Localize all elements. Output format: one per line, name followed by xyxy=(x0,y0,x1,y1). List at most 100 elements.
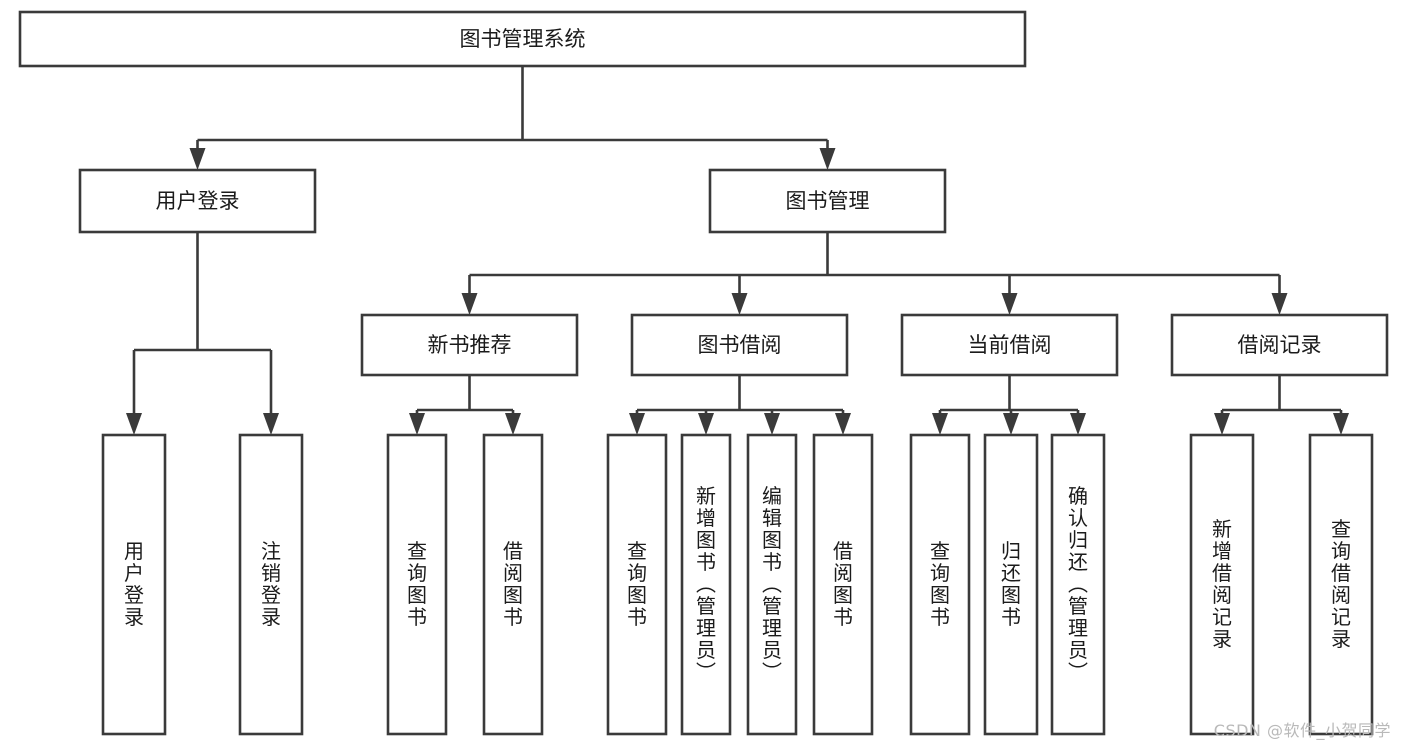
csdn-watermark: CSDN @软件_小贺同学 xyxy=(1213,721,1391,740)
level3-node-0-box[interactable] xyxy=(360,313,579,377)
leaf-node-12-box[interactable] xyxy=(1308,433,1374,736)
arrow-leaf-7 xyxy=(835,413,851,435)
arrow-level3-1-head xyxy=(731,293,748,315)
leaf-node-5-label: 新增图书︵管理员︶ xyxy=(696,484,716,684)
leaf-node-0-label: 用户登录 xyxy=(124,539,144,629)
root-node-book-management-system-label: 图书管理系统 xyxy=(460,27,586,51)
level3-node-3[interactable]: 借阅记录 xyxy=(1170,313,1389,377)
arrow-leaf-5 xyxy=(698,413,714,435)
leaf-node-2[interactable]: 查询图书 xyxy=(386,433,448,736)
node-layer: 图书管理系统用户登录图书管理新书推荐图书借阅当前借阅借阅记录用户登录注销登录查询… xyxy=(18,10,1389,736)
level2-node-0[interactable]: 用户登录 xyxy=(78,168,317,234)
arrow-leaf-5-head xyxy=(698,413,714,435)
leaf-node-7-box[interactable] xyxy=(812,433,874,736)
arrow-leaf-8-head xyxy=(932,413,948,435)
arrow-level3-3 xyxy=(1271,293,1288,315)
level2-node-1-label: 图书管理 xyxy=(786,189,870,213)
leaf-node-2-box[interactable] xyxy=(386,433,448,736)
arrow-level2-0-head xyxy=(189,148,206,170)
leaf-node-8[interactable]: 查询图书 xyxy=(909,433,971,736)
arrow-leaf-10 xyxy=(1070,413,1086,435)
root-node-book-management-system-box[interactable] xyxy=(18,10,1027,68)
leaf-node-4-label: 查询图书 xyxy=(627,539,647,629)
leaf-node-11-box[interactable] xyxy=(1189,433,1255,736)
arrow-leaf-1 xyxy=(263,413,279,435)
leaf-node-3-label: 借阅图书 xyxy=(503,539,523,629)
arrow-level2-0 xyxy=(189,148,206,170)
level3-node-3-box[interactable] xyxy=(1170,313,1389,377)
arrow-level2-1 xyxy=(819,148,836,170)
level3-node-2[interactable]: 当前借阅 xyxy=(900,313,1119,377)
leaf-node-12[interactable]: 查询借阅记录 xyxy=(1308,433,1374,736)
arrow-leaf-3-head xyxy=(505,413,521,435)
leaf-node-8-box[interactable] xyxy=(909,433,971,736)
arrow-leaf-0-head xyxy=(126,413,142,435)
leaf-node-3[interactable]: 借阅图书 xyxy=(482,433,544,736)
leaf-node-11[interactable]: 新增借阅记录 xyxy=(1189,433,1255,736)
leaf-node-7-label: 借阅图书 xyxy=(833,539,853,629)
leaf-node-9[interactable]: 归还图书 xyxy=(983,433,1039,736)
leaf-node-10[interactable]: 确认归还︵管理员︶ xyxy=(1050,433,1106,736)
leaf-node-10-box[interactable] xyxy=(1050,433,1106,736)
arrow-leaf-1-head xyxy=(263,413,279,435)
level3-node-0[interactable]: 新书推荐 xyxy=(360,313,579,377)
leaf-node-6[interactable]: 编辑图书︵管理员︶ xyxy=(746,433,798,736)
leaf-node-3-box[interactable] xyxy=(482,433,544,736)
leaf-node-5[interactable]: 新增图书︵管理员︶ xyxy=(680,433,732,736)
arrow-leaf-12 xyxy=(1333,413,1349,435)
arrow-leaf-2 xyxy=(409,413,425,435)
level2-node-1-box[interactable] xyxy=(708,168,947,234)
level3-node-1-box[interactable] xyxy=(630,313,849,377)
arrow-level2-1-head xyxy=(819,148,836,170)
arrow-leaf-11-head xyxy=(1214,413,1230,435)
level3-node-3-label: 借阅记录 xyxy=(1238,333,1322,357)
arrow-leaf-8 xyxy=(932,413,948,435)
arrow-level3-1 xyxy=(731,293,748,315)
leaf-node-8-label: 查询图书 xyxy=(930,539,950,629)
leaf-node-7[interactable]: 借阅图书 xyxy=(812,433,874,736)
leaf-node-6-label: 编辑图书︵管理员︶ xyxy=(762,484,782,684)
root-node-book-management-system[interactable]: 图书管理系统 xyxy=(18,10,1027,68)
level3-node-1[interactable]: 图书借阅 xyxy=(630,313,849,377)
arrow-leaf-6-head xyxy=(764,413,780,435)
level3-node-0-label: 新书推荐 xyxy=(428,333,512,357)
arrow-leaf-7-head xyxy=(835,413,851,435)
leaf-node-1[interactable]: 注销登录 xyxy=(238,433,304,736)
level2-node-0-label: 用户登录 xyxy=(156,189,240,213)
leaf-node-0[interactable]: 用户登录 xyxy=(101,433,167,736)
leaf-node-6-box[interactable] xyxy=(746,433,798,736)
leaf-node-0-box[interactable] xyxy=(101,433,167,736)
arrow-leaf-10-head xyxy=(1070,413,1086,435)
leaf-node-9-label: 归还图书 xyxy=(1001,539,1021,629)
leaf-node-5-box[interactable] xyxy=(680,433,732,736)
leaf-node-2-label: 查询图书 xyxy=(407,539,427,629)
arrow-leaf-12-head xyxy=(1333,413,1349,435)
arrow-leaf-3 xyxy=(505,413,521,435)
arrow-level3-2 xyxy=(1001,293,1018,315)
arrow-level3-2-head xyxy=(1001,293,1018,315)
leaf-node-4[interactable]: 查询图书 xyxy=(606,433,668,736)
level3-node-2-box[interactable] xyxy=(900,313,1119,377)
connector-layer xyxy=(126,66,1349,435)
level3-node-2-label: 当前借阅 xyxy=(968,333,1052,357)
leaf-node-11-label: 新增借阅记录 xyxy=(1212,517,1232,651)
level3-node-1-label: 图书借阅 xyxy=(698,333,782,357)
leaf-node-12-label: 查询借阅记录 xyxy=(1331,517,1351,651)
arrow-level3-0-head xyxy=(461,293,478,315)
leaf-node-9-box[interactable] xyxy=(983,433,1039,736)
level2-node-0-box[interactable] xyxy=(78,168,317,234)
arrow-level3-3-head xyxy=(1271,293,1288,315)
arrow-leaf-0 xyxy=(126,413,142,435)
leaf-node-1-label: 注销登录 xyxy=(261,539,281,629)
leaf-node-1-box[interactable] xyxy=(238,433,304,736)
arrow-leaf-2-head xyxy=(409,413,425,435)
level2-node-1[interactable]: 图书管理 xyxy=(708,168,947,234)
arrow-leaf-6 xyxy=(764,413,780,435)
arrow-leaf-9-head xyxy=(1003,413,1019,435)
leaf-node-4-box[interactable] xyxy=(606,433,668,736)
leaf-node-10-label: 确认归还︵管理员︶ xyxy=(1068,484,1088,684)
arrow-leaf-4-head xyxy=(629,413,645,435)
arrow-leaf-9 xyxy=(1003,413,1019,435)
